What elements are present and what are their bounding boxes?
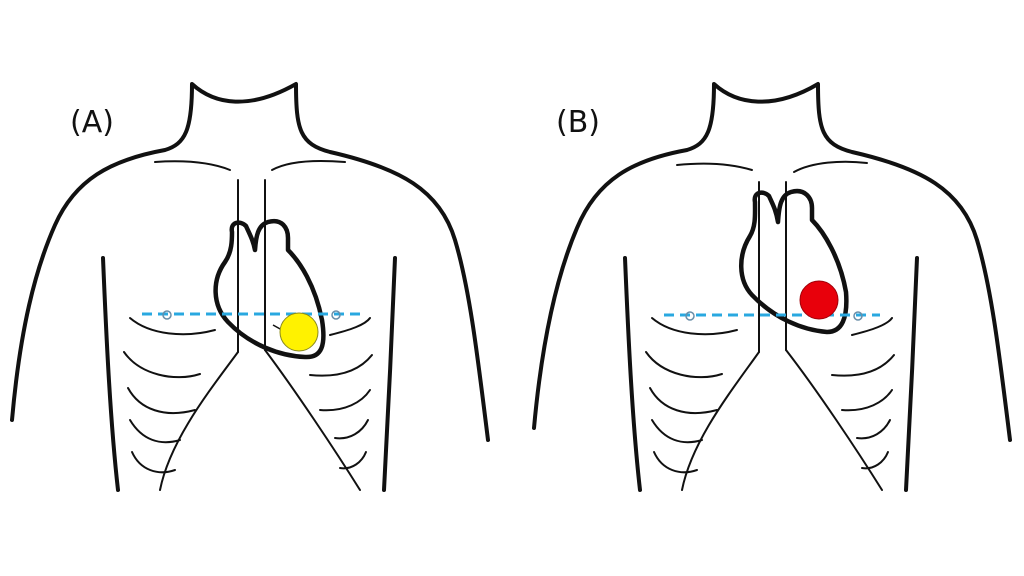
heart-icon bbox=[213, 218, 326, 360]
panel-label-b: (B) bbox=[556, 105, 600, 140]
torso-outline bbox=[532, 82, 1012, 442]
torso-diagram-b bbox=[532, 82, 1012, 492]
torso-diagram-a bbox=[10, 82, 490, 492]
panel-b: (B) bbox=[512, 0, 1024, 576]
torso-outline bbox=[10, 82, 490, 442]
panel-label-a: (A) bbox=[70, 105, 114, 140]
panel-a: (A) bbox=[10, 82, 490, 492]
red-marker bbox=[799, 280, 839, 320]
yellow-marker bbox=[279, 312, 319, 352]
heart-icon bbox=[739, 188, 849, 335]
